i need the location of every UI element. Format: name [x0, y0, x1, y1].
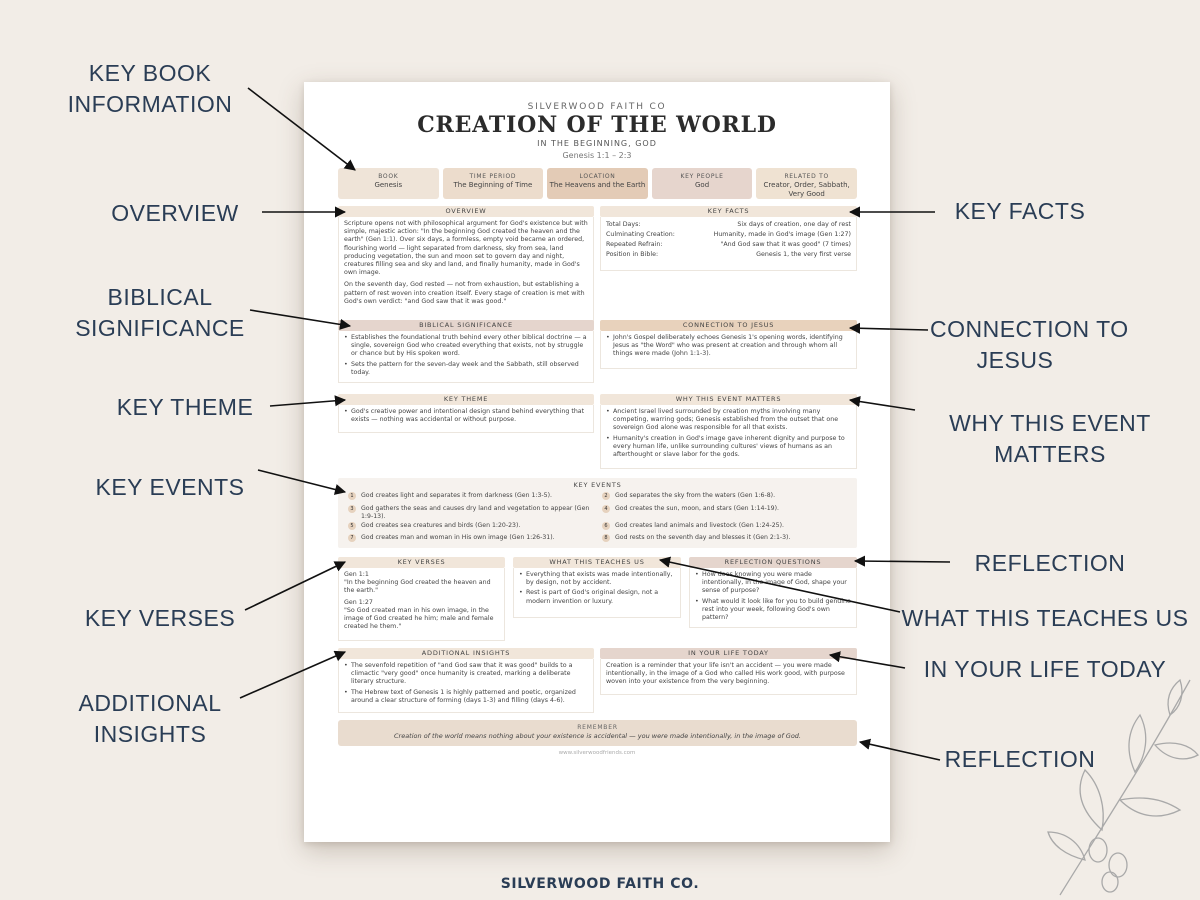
info-location: LOCATION The Heavens and the Earth: [547, 168, 648, 199]
key-book-information: BOOK Genesis TIME PERIOD The Beginning o…: [338, 168, 857, 199]
key-facts-section: KEY FACTS Total Days:Six days of creatio…: [600, 206, 857, 271]
olive-branch-illustration: [1047, 678, 1199, 896]
key-verses-section: KEY VERSES Gen 1:1 "In the beginning God…: [338, 557, 505, 641]
key-theme-section: KEY THEME God's creative power and inten…: [338, 394, 594, 433]
connection-to-jesus-section: CONNECTION TO JESUS John's Gospel delibe…: [600, 320, 857, 369]
callout-what-this-teaches-us: WHAT THIS TEACHES US: [901, 605, 1189, 631]
list-item: Sets the pattern for the seven-day week …: [344, 361, 588, 377]
fact-row: Culminating Creation:Humanity, made in G…: [606, 231, 851, 238]
in-your-life-today-text: Creation is a reminder that your life is…: [606, 662, 845, 686]
additional-insights-heading: ADDITIONAL INSIGHTS: [338, 648, 594, 659]
list-item: Rest is part of God's original design, n…: [519, 589, 675, 605]
callout-key-events: KEY EVENTS: [95, 474, 245, 500]
callout-in-your-life-today: IN YOUR LIFE TODAY: [923, 656, 1167, 682]
fact-row: Position in Bible:Genesis 1, the very fi…: [606, 251, 851, 258]
additional-insights-section: ADDITIONAL INSIGHTS The sevenfold repeti…: [338, 648, 594, 713]
verse-text: "So God created man in his own image, in…: [344, 606, 494, 631]
why-this-event-matters-section: WHY THIS EVENT MATTERS Ancient Israel li…: [600, 394, 857, 469]
connection-to-jesus-heading: CONNECTION TO JESUS: [600, 320, 857, 331]
sheet-brand: SILVERWOOD FAITH CO: [527, 102, 667, 112]
sheet-reference: Genesis 1:1 – 2:3: [562, 151, 632, 160]
list-item: The Hebrew text of Genesis 1 is highly p…: [344, 689, 588, 705]
sheet-subtitle: IN THE BEGINNING, GOD: [537, 139, 657, 148]
list-item: Ancient Israel lived surrounded by creat…: [606, 408, 851, 433]
list-item: Establishes the foundational truth behin…: [344, 334, 588, 359]
info-time-period: TIME PERIOD The Beginning of Time: [442, 168, 544, 199]
biblical-significance-heading: BIBLICAL SIGNIFICANCE: [338, 320, 594, 331]
list-item: Humanity's creation in God's image gave …: [606, 435, 851, 460]
callout-why-this-event-matters: WHY THIS EVENT MATTERS: [949, 410, 1151, 467]
list-item: Everything that exists was made intentio…: [519, 571, 675, 587]
in-your-life-today-section: IN YOUR LIFE TODAY Creation is a reminde…: [600, 648, 857, 695]
reflection-questions-section: REFLECTION QUESTIONS How does knowing yo…: [689, 557, 857, 628]
list-item: The sevenfold repetition of "and God saw…: [344, 662, 588, 687]
fact-row: Total Days:Six days of creation, one day…: [606, 221, 851, 228]
sheet-title: CREATION OF THE WORLD: [417, 112, 777, 138]
info-book: BOOK Genesis: [338, 168, 439, 199]
callout-additional-insights: ADDITIONAL INSIGHTS: [78, 690, 222, 747]
list-item: How does knowing you were made intention…: [695, 571, 851, 596]
list-item: What would it look like for you to build…: [695, 598, 851, 623]
what-this-teaches-us-section: WHAT THIS TEACHES US Everything that exi…: [513, 557, 681, 618]
callout-key-facts: KEY FACTS: [954, 198, 1086, 224]
list-item: God's creative power and intentional des…: [344, 408, 588, 424]
fact-row: Repeated Refrain:"And God saw that it wa…: [606, 241, 851, 248]
why-this-event-matters-heading: WHY THIS EVENT MATTERS: [600, 394, 857, 405]
list-item: John's Gospel deliberately echoes Genesi…: [606, 334, 851, 359]
overview-paragraph: On the seventh day, God rested — not fro…: [344, 281, 585, 305]
overview-heading: OVERVIEW: [338, 206, 594, 217]
reflection-questions-heading: REFLECTION QUESTIONS: [689, 557, 857, 568]
callout-connection-to-jesus: CONNECTION TO JESUS: [930, 316, 1129, 373]
what-this-teaches-us-heading: WHAT THIS TEACHES US: [513, 557, 681, 568]
verse-text: "In the beginning God created the heaven…: [344, 579, 491, 595]
remember-heading: REMEMBER: [577, 724, 618, 731]
verse-reference: Gen 1:1: [344, 571, 369, 578]
callout-key-theme: KEY THEME: [116, 394, 254, 420]
in-your-life-today-heading: IN YOUR LIFE TODAY: [600, 648, 857, 659]
callout-reflection-bottom: REFLECTION: [944, 746, 1096, 772]
key-verses-heading: KEY VERSES: [338, 557, 505, 568]
info-key-people: KEY PEOPLE God: [651, 168, 753, 199]
remember-text: Creation of the world means nothing abou…: [393, 732, 802, 740]
callout-biblical-significance: BIBLICAL SIGNIFICANCE: [75, 284, 245, 341]
remember-banner: REMEMBER Creation of the world means not…: [338, 720, 857, 746]
website-url: www.silverwoodfriends.com: [558, 750, 636, 756]
verse-reference: Gen 1:27: [344, 598, 373, 606]
callout-reflection-top: REFLECTION: [974, 550, 1126, 576]
key-events-heading: KEY EVENTS: [573, 481, 622, 489]
overview-paragraph: Scripture opens not with philosophical a…: [344, 220, 588, 277]
callout-key-verses: KEY VERSES: [84, 605, 236, 631]
footer-brand: SILVERWOOD FAITH CO.: [500, 876, 700, 892]
callout-overview: OVERVIEW: [111, 200, 239, 226]
callout-key-book-information: KEY BOOK INFORMATION: [67, 60, 233, 117]
key-facts-heading: KEY FACTS: [600, 206, 857, 217]
key-theme-heading: KEY THEME: [338, 394, 594, 405]
poster-sheet: SILVERWOOD FAITH CO CREATION OF THE WORL…: [304, 82, 890, 842]
info-related-to: RELATED TO Creator, Order, Sabbath, Very…: [756, 168, 857, 199]
overview-section: OVERVIEW Scripture opens not with philos…: [338, 206, 594, 326]
biblical-significance-section: BIBLICAL SIGNIFICANCE Establishes the fo…: [338, 320, 594, 383]
